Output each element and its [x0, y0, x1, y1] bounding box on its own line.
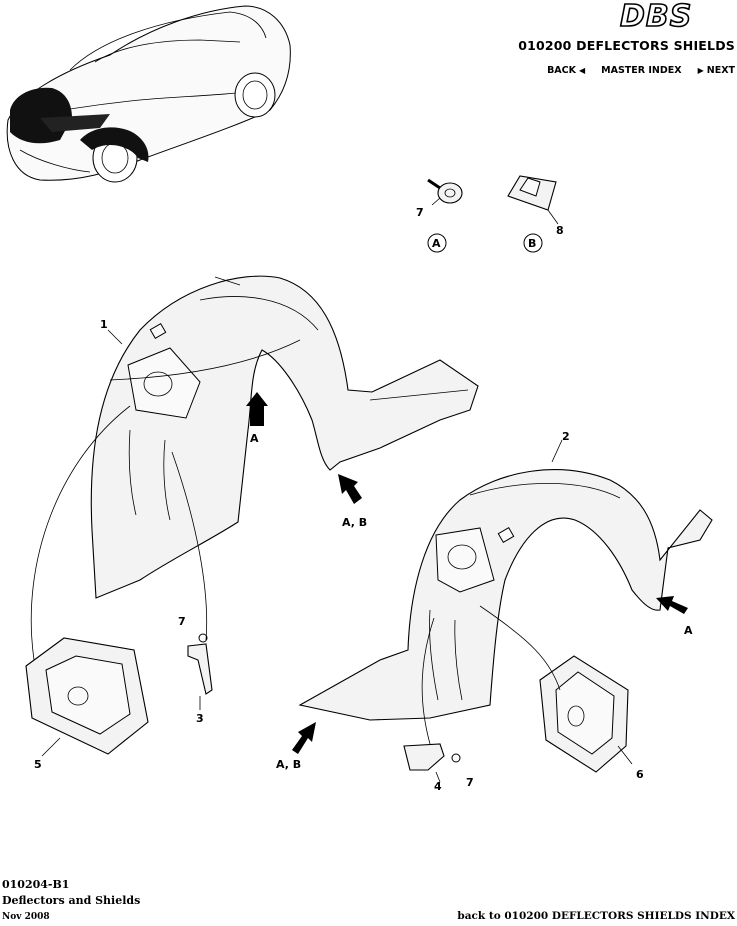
- triangle-right-icon: ▶: [697, 66, 704, 75]
- callout-5: 5: [34, 758, 42, 771]
- bracket-3: [187, 633, 213, 710]
- callout-7-left: 7: [178, 615, 186, 628]
- footer-code: 010204-B1: [2, 878, 70, 891]
- footer-title: Deflectors and Shields: [2, 894, 141, 907]
- triangle-left-icon: ◀: [579, 66, 586, 75]
- page-title: 010200 DEFLECTORS SHIELDS: [518, 38, 735, 53]
- nav-bar: BACK ◀ MASTER INDEX ▶ NEXT: [547, 65, 735, 76]
- ref-circle-a: [427, 233, 447, 253]
- arrow-a-left-label: A: [250, 432, 259, 445]
- car-illustration: [6, 5, 291, 183]
- shield-5: [25, 637, 149, 757]
- part-2-wheel-arch-liner: [298, 469, 713, 721]
- next-link[interactable]: ▶ NEXT: [698, 65, 735, 76]
- clip-8-detail: [507, 175, 559, 225]
- arrow-a-right-label: A: [684, 624, 693, 637]
- fastener-7-detail: [427, 178, 463, 206]
- ref-b-label: B: [528, 237, 536, 250]
- callout-4: 4: [434, 780, 442, 793]
- back-label: BACK: [547, 65, 576, 76]
- master-index-label: MASTER INDEX: [601, 65, 682, 76]
- arrow-ab-right: [292, 722, 316, 754]
- arrow-ab-right-label: A, B: [276, 758, 301, 771]
- leader-curve-4: [421, 617, 435, 745]
- logo-text: DBS: [620, 0, 692, 30]
- next-label: NEXT: [706, 65, 735, 76]
- part-1-wheel-arch-liner: [90, 275, 479, 599]
- callout-3: 3: [196, 712, 204, 725]
- footer-date: Nov 2008: [2, 912, 50, 922]
- callout-2: 2: [562, 430, 570, 443]
- callout-1: 1: [100, 318, 108, 331]
- dbs-logo: DBS: [619, 0, 692, 30]
- bracket-4: [403, 743, 461, 783]
- callout-8: 8: [556, 224, 564, 237]
- callout-7-right: 7: [466, 776, 474, 789]
- leader-curve-2: [171, 451, 208, 641]
- callout-6: 6: [636, 768, 644, 781]
- shield-6: [539, 655, 633, 773]
- leader-curve-3: [479, 605, 561, 691]
- leader-curve-1: [30, 405, 131, 661]
- arrow-ab-left-label: A, B: [342, 516, 367, 529]
- arrow-a-left: [246, 392, 268, 426]
- arrow-ab-left: [338, 474, 362, 504]
- callout-7-top: 7: [416, 206, 424, 219]
- master-index-link[interactable]: MASTER INDEX: [601, 65, 681, 76]
- ref-circle-b: [523, 233, 543, 253]
- back-link[interactable]: BACK ◀: [547, 65, 585, 76]
- back-to-index-link[interactable]: back to 010200 DEFLECTORS SHIELDS INDEX: [457, 910, 735, 922]
- ref-a-label: A: [432, 237, 441, 250]
- arrow-a-right: [656, 596, 688, 614]
